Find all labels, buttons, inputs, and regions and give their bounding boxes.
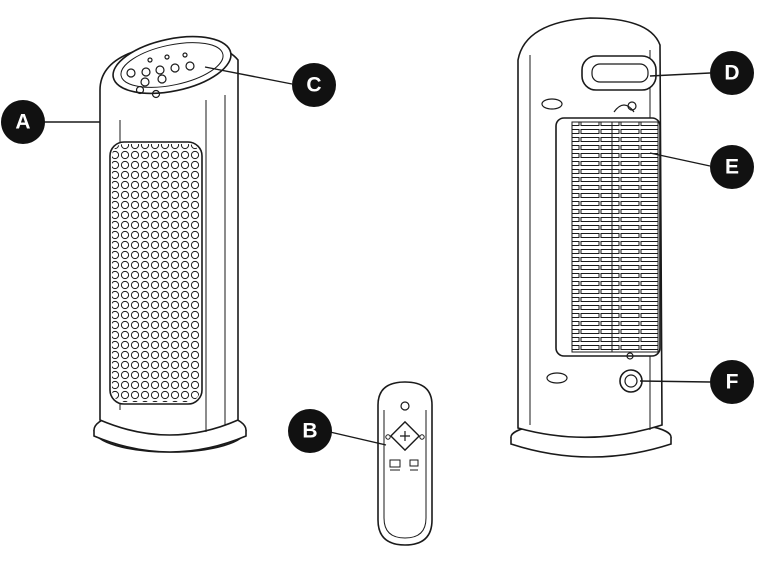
leader-line-f	[639, 380, 711, 383]
leader-line-b	[329, 431, 387, 446]
control-buttons	[126, 52, 195, 99]
callout-b-badge	[288, 409, 332, 453]
callout-f-label: F	[726, 371, 739, 394]
rear-heater	[510, 17, 672, 458]
leader-line-e	[649, 152, 711, 167]
callout-a: A	[1, 100, 45, 144]
callout-c-badge	[292, 63, 336, 107]
callout-d-badge	[710, 51, 754, 95]
callout-f-badge	[710, 360, 754, 404]
callout-f: F	[710, 360, 754, 404]
callout-d-label: D	[724, 62, 739, 85]
callout-a-badge	[1, 100, 45, 144]
leader-line-c	[204, 66, 293, 85]
callout-e-badge	[710, 145, 754, 189]
callout-b: B	[288, 409, 332, 453]
remote-control	[377, 381, 433, 546]
callout-b-label: B	[302, 420, 317, 443]
callout-c-label: C	[306, 74, 321, 97]
front-heater	[93, 35, 247, 453]
callout-e-label: E	[725, 156, 739, 179]
power-switch	[619, 369, 643, 393]
callout-a-label: A	[15, 111, 30, 134]
leader-lines	[44, 66, 711, 446]
callout-e: E	[710, 145, 754, 189]
callout-d: D	[710, 51, 754, 95]
carry-handle	[581, 55, 657, 91]
leader-line-d	[649, 72, 711, 77]
callout-c: C	[292, 63, 336, 107]
remote-body	[377, 381, 433, 546]
